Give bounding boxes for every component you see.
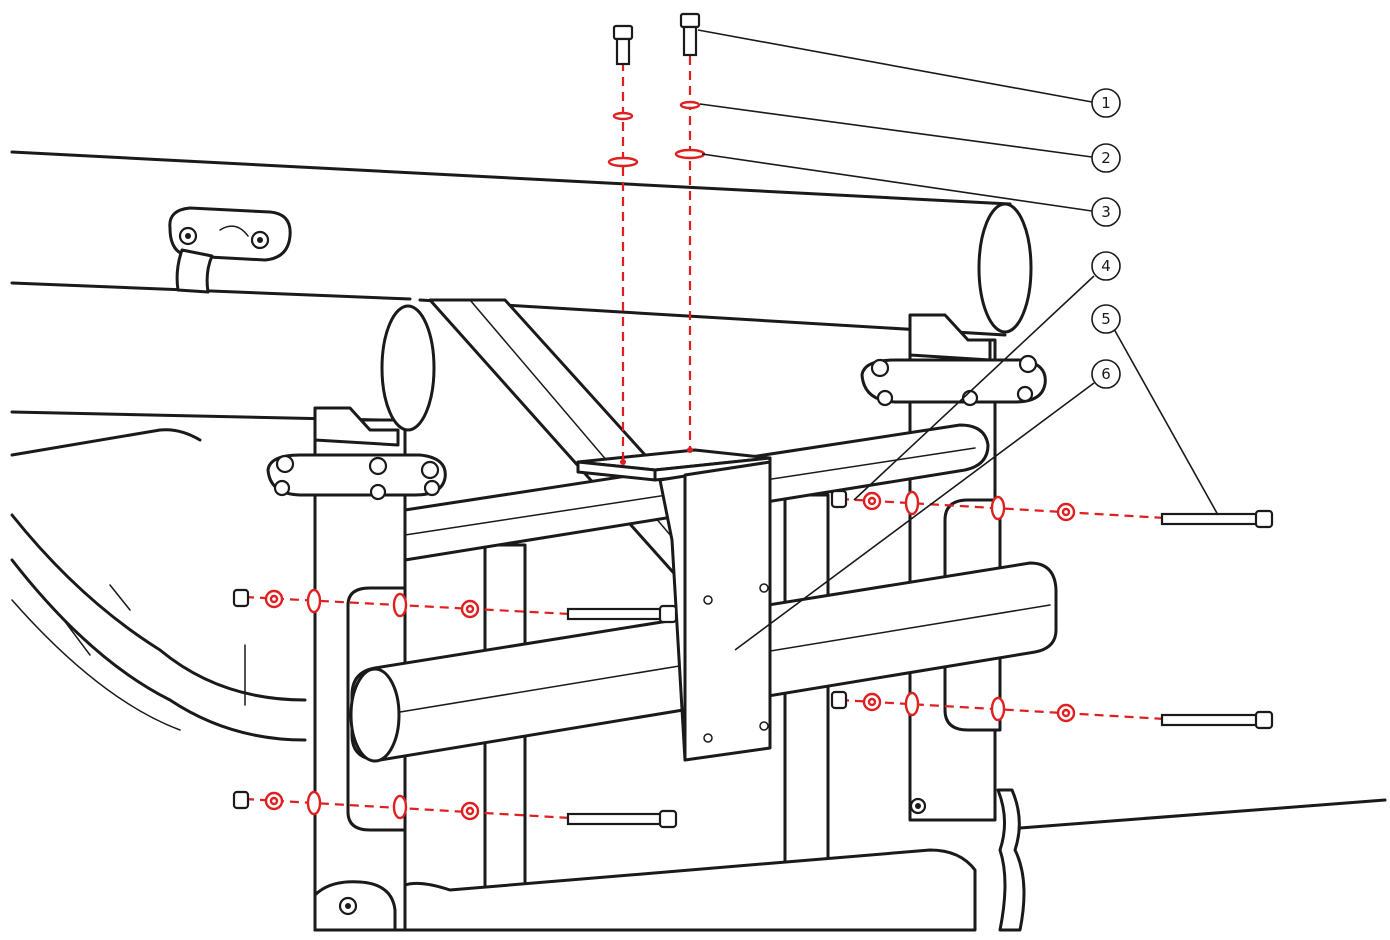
screw-top-right	[679, 12, 701, 57]
fastener-row-left-upper	[232, 588, 678, 624]
screw-top-left	[612, 24, 634, 66]
fastener-row-right-upper	[830, 489, 1274, 529]
callout-5-label: 5	[1101, 310, 1111, 328]
callout-4: 4	[1091, 251, 1121, 281]
leader-lines	[697, 29, 1219, 651]
callout-4-label: 4	[1101, 257, 1111, 275]
callout-6: 6	[1091, 359, 1121, 389]
lower-curved-frame	[10, 428, 307, 742]
callout-2-label: 2	[1101, 149, 1111, 167]
left-flange-clamp	[266, 453, 447, 501]
grab-handle	[168, 206, 292, 294]
bottom-chassis	[313, 797, 1387, 932]
callout-2: 2	[1091, 143, 1121, 173]
callout-3-label: 3	[1101, 203, 1111, 221]
callout-5: 5	[1091, 304, 1121, 334]
fastener-row-right-lower	[830, 690, 1274, 730]
callout-6-label: 6	[1101, 365, 1111, 383]
callout-1: 1	[1091, 88, 1121, 118]
mounting-bracket	[576, 448, 772, 762]
fastener-row-left-lower	[232, 790, 678, 829]
right-flange-clamp	[860, 354, 1047, 407]
callout-1-label: 1	[1101, 94, 1111, 112]
vertical-fastener-stack	[607, 12, 706, 465]
callout-3: 3	[1091, 197, 1121, 227]
